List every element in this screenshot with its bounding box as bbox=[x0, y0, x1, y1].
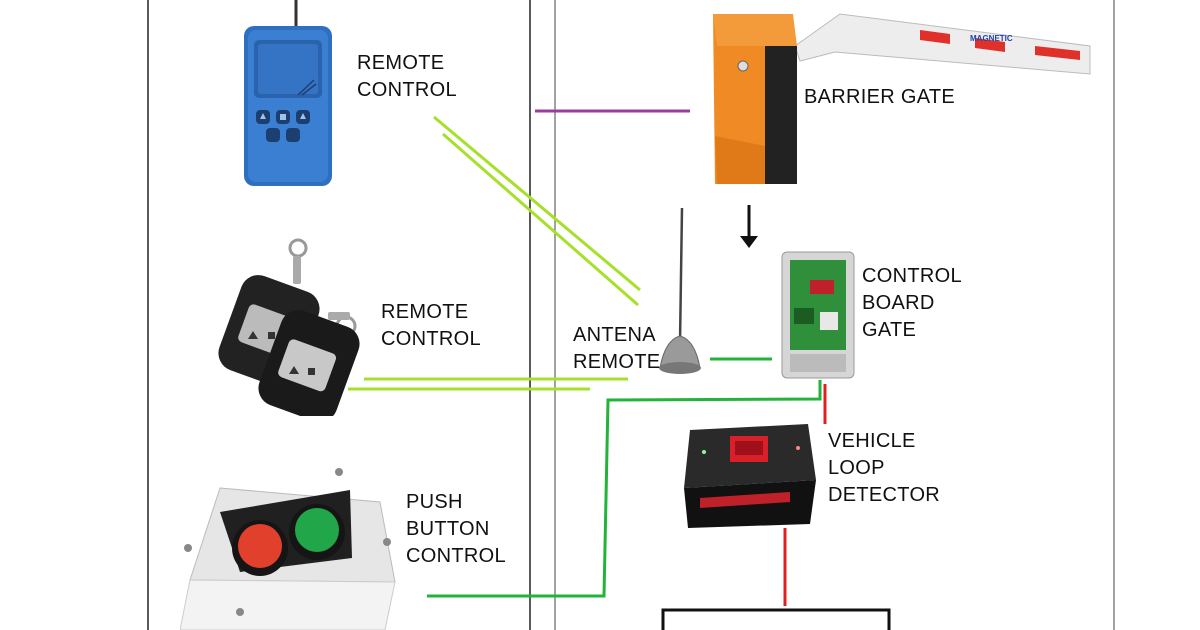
push-button-line3: CONTROL bbox=[406, 545, 506, 567]
brand-logo: MAGNETIC bbox=[970, 34, 1013, 43]
control-board-line2: BOARD bbox=[862, 292, 935, 314]
gate-to-board-arrow-head bbox=[740, 236, 758, 248]
control-board-line1: CONTROL bbox=[862, 265, 962, 287]
remote-control-label-1: REMOTE CONTROL bbox=[357, 50, 457, 104]
push-button-line2: BUTTON bbox=[406, 518, 490, 540]
remote-control-2-line2: CONTROL bbox=[381, 328, 481, 350]
barrier-gate-text: BARRIER GATE bbox=[804, 86, 956, 108]
control-board-label: CONTROL BOARD GATE bbox=[862, 263, 962, 344]
pushbutton-to-board-wire bbox=[427, 380, 822, 598]
antenna-icon bbox=[659, 208, 701, 374]
push-button-box-icon bbox=[180, 468, 396, 630]
wireless-link-remote1-b bbox=[442, 132, 639, 307]
push-button-label: PUSH BUTTON CONTROL bbox=[406, 489, 506, 570]
vehicle-loop-line1: VEHICLE bbox=[828, 430, 916, 452]
loop-detector-icon bbox=[684, 424, 816, 528]
barrier-gate-icon: MAGNETIC bbox=[713, 13, 1091, 184]
handheld-remote-icon bbox=[244, 0, 332, 186]
antenna-line2: REMOTE bbox=[573, 351, 661, 373]
ground-loop-box bbox=[661, 608, 891, 630]
control-board-icon bbox=[781, 251, 855, 379]
antenna-label: ANTENA REMOTE bbox=[573, 322, 660, 376]
remote-control-2-line1: REMOTE bbox=[381, 301, 469, 323]
keyfob-remotes-icon bbox=[218, 238, 360, 416]
vehicle-loop-line2: LOOP bbox=[828, 457, 885, 479]
control-board-line3: GATE bbox=[862, 319, 917, 341]
vehicle-loop-line3: DETECTOR bbox=[828, 484, 941, 506]
barrier-gate-label: BARRIER GATE bbox=[804, 84, 955, 111]
remote-control-1-line1: REMOTE bbox=[357, 52, 445, 74]
push-button-line1: PUSH bbox=[406, 491, 463, 513]
remote-control-label-2: REMOTE CONTROL bbox=[381, 299, 481, 353]
wireless-link-remote1-a bbox=[433, 115, 641, 292]
antenna-line1: ANTENA bbox=[573, 324, 656, 346]
remote-control-1-line2: CONTROL bbox=[357, 79, 457, 101]
vehicle-loop-label: VEHICLE LOOP DETECTOR bbox=[828, 428, 940, 509]
